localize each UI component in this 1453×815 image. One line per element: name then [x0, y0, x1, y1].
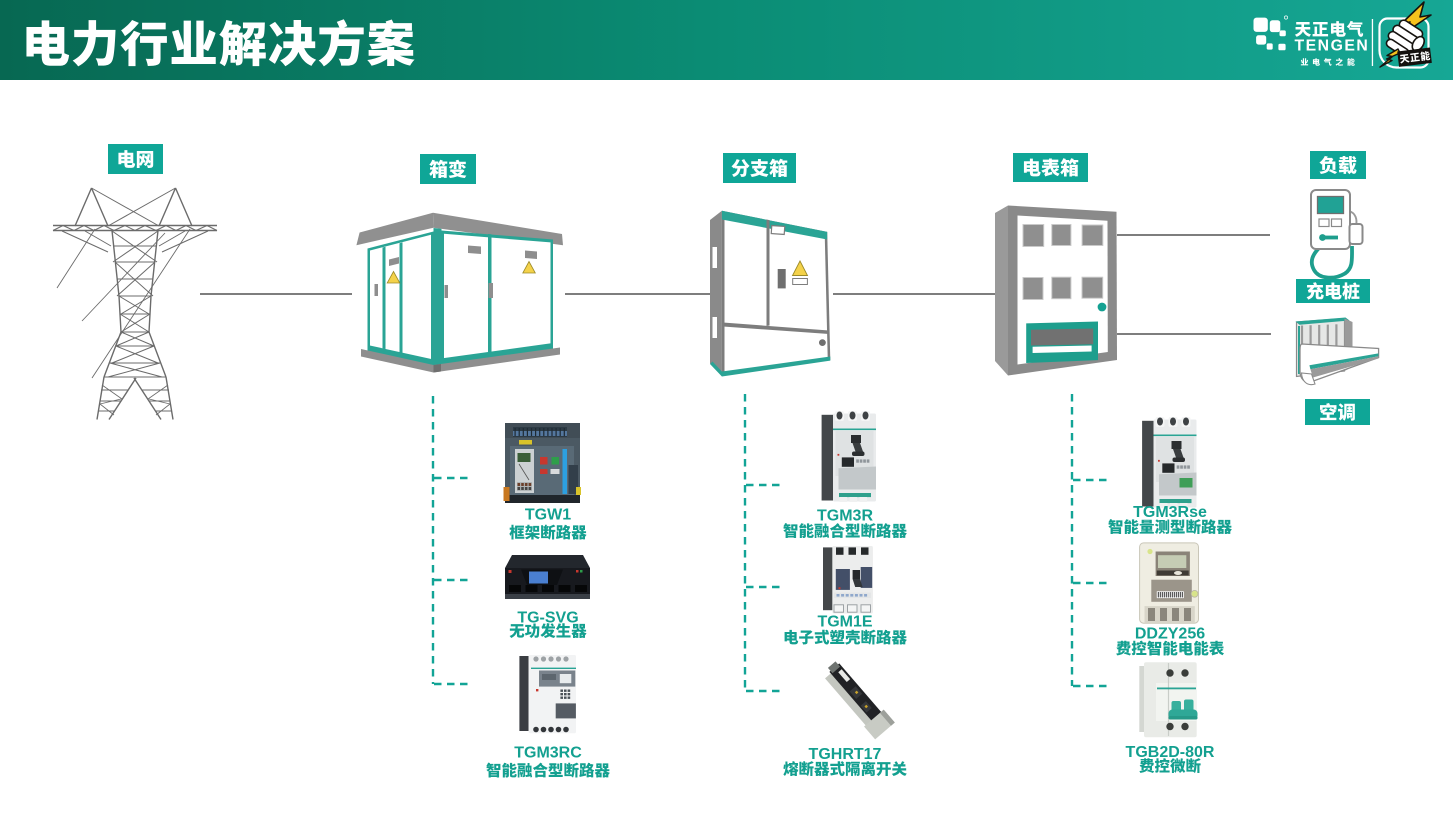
svg-text:TGW1: TGW1 — [525, 507, 571, 524]
svg-text:TGM1E: TGM1E — [817, 614, 872, 631]
svg-text:TENGEN: TENGEN — [1295, 37, 1370, 54]
svg-text:TGM3RC: TGM3RC — [514, 745, 582, 762]
svg-text:TG-SVG: TG-SVG — [517, 610, 578, 627]
svg-text:TGM3R: TGM3R — [817, 508, 873, 525]
svg-text:DDZY256: DDZY256 — [1135, 626, 1205, 643]
svg-text:TGB2D-80R: TGB2D-80R — [1126, 744, 1215, 761]
svg-text:TGHRT17: TGHRT17 — [809, 746, 882, 763]
svg-text:TGM3Rse: TGM3Rse — [1133, 504, 1207, 521]
